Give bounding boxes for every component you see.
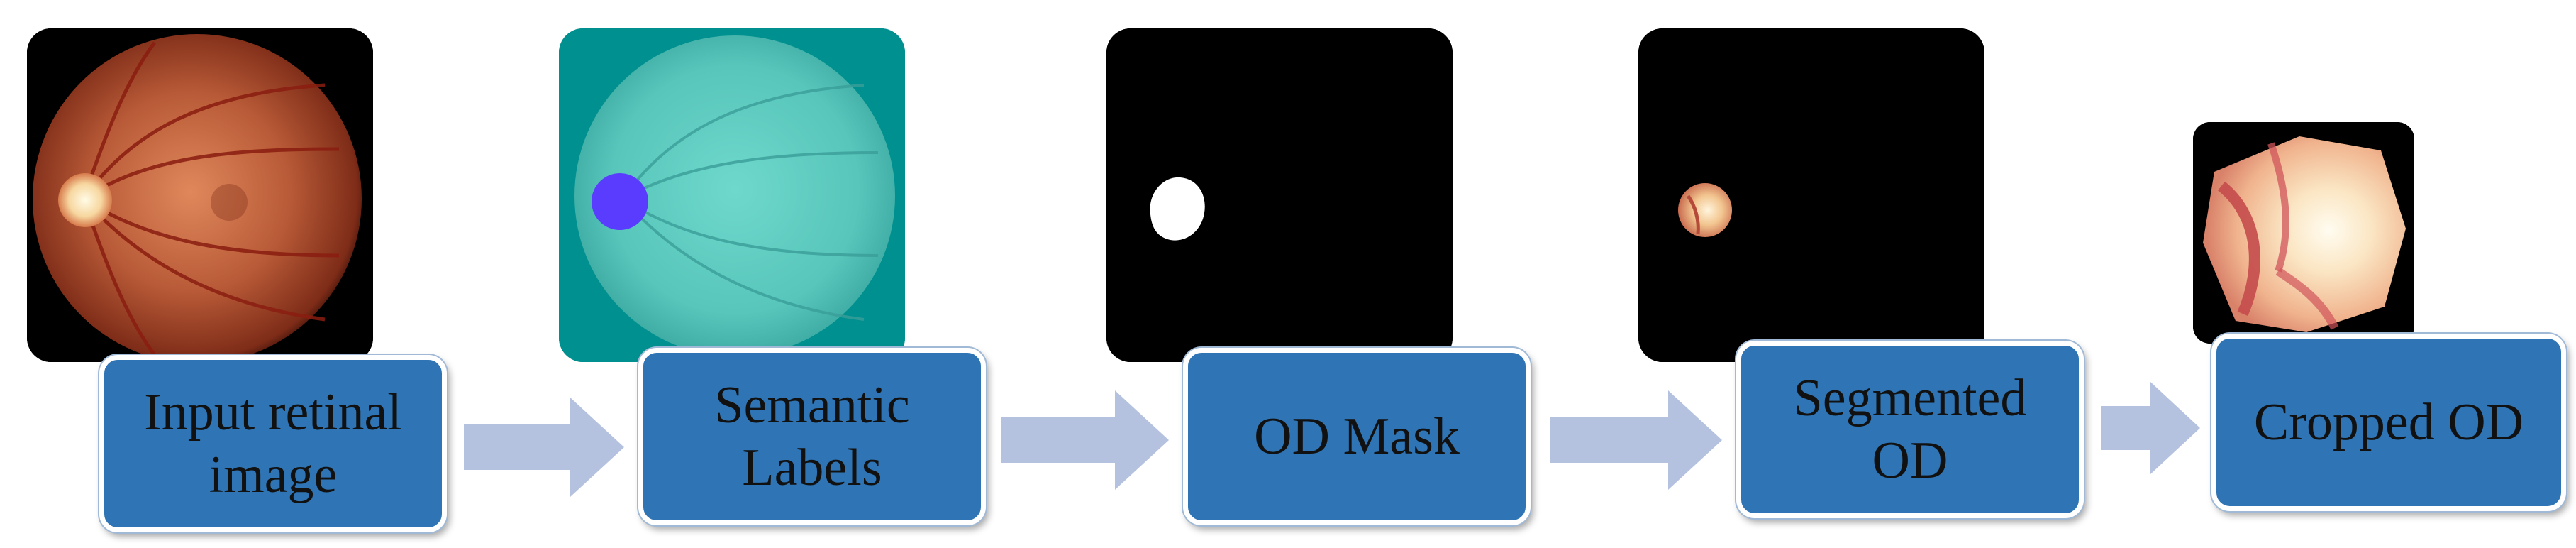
- segmented-od-image: [1638, 28, 1984, 362]
- arrow-4: [2101, 382, 2200, 474]
- arrow-2-shape: [1001, 390, 1169, 490]
- step-label: Segmented OD: [1793, 369, 2027, 490]
- cropped-od-image: [2193, 122, 2414, 344]
- semantic-labels-image: [559, 28, 905, 362]
- step-label: Cropped OD: [2253, 393, 2524, 451]
- step-label: OD Mask: [1254, 407, 1460, 466]
- step-segmented-od: Segmented OD: [1736, 341, 2084, 518]
- step-label: Input retinal image: [144, 383, 402, 504]
- arrow-3-shape: [1550, 390, 1722, 490]
- step-od-mask: OD Mask: [1183, 348, 1531, 525]
- arrow-1-shape: [464, 398, 624, 497]
- arrow-2: [1001, 390, 1169, 490]
- step-label: Semantic Labels: [714, 376, 910, 497]
- step-semantic-labels: Semantic Labels: [638, 348, 986, 525]
- arrow-4-shape: [2101, 382, 2200, 474]
- input-retinal-image: [27, 28, 373, 362]
- step-cropped-od: Cropped OD: [2211, 334, 2566, 511]
- od-mask-image: [1106, 28, 1453, 362]
- arrow-3: [1550, 390, 1722, 490]
- arrow-1: [464, 398, 624, 497]
- step-input-retinal-image: Input retinal image: [99, 355, 447, 532]
